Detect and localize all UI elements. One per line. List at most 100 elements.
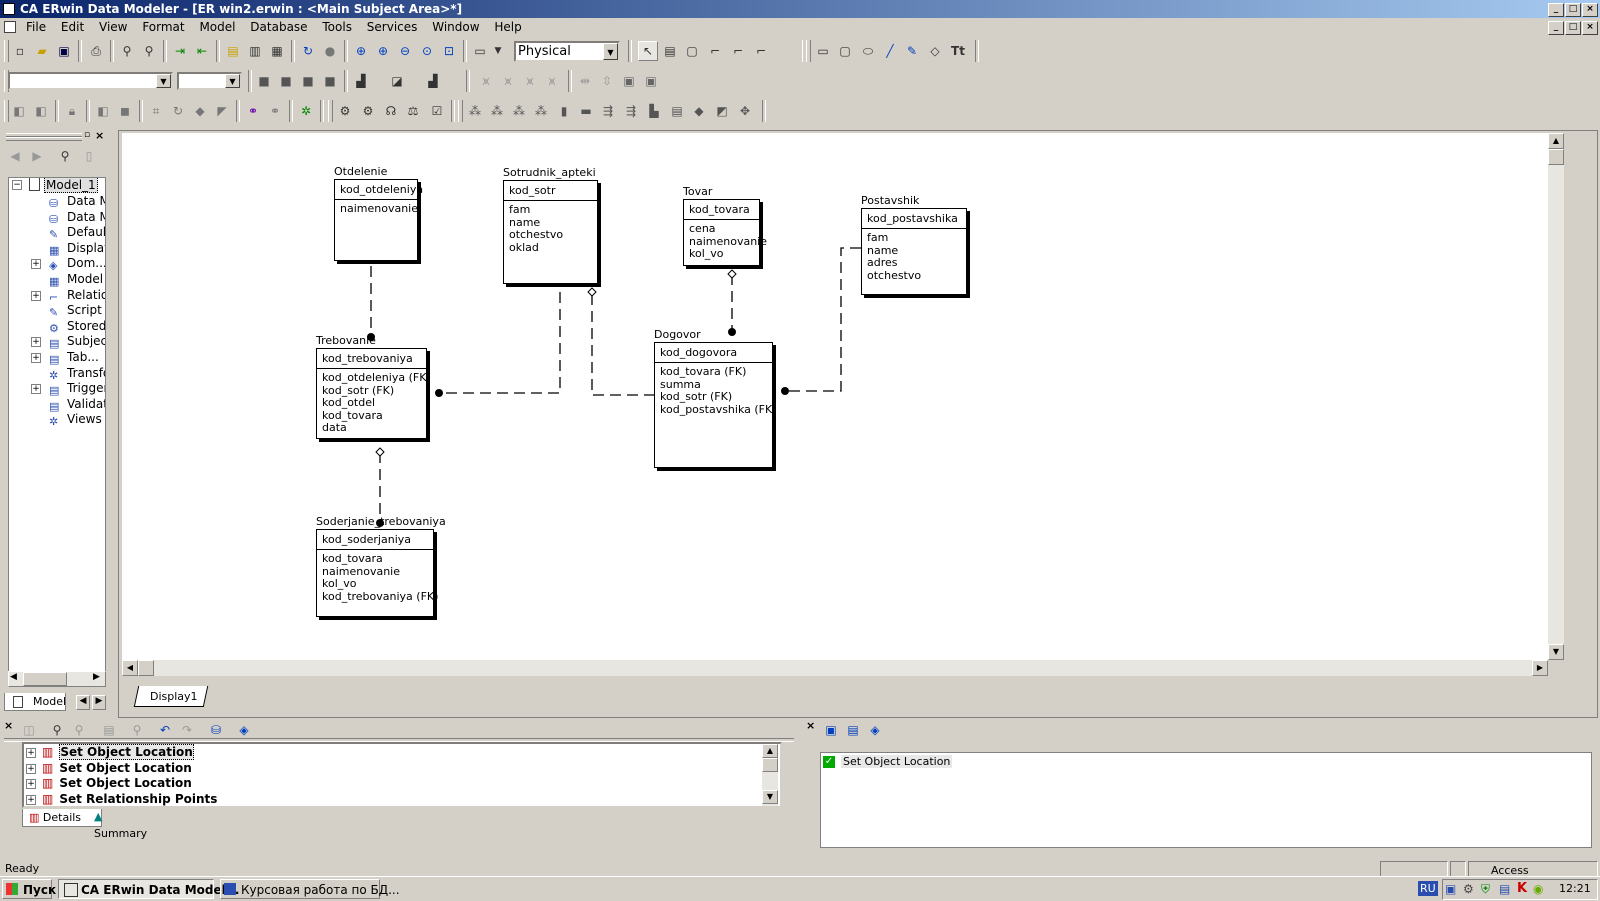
- tree-item[interactable]: ✎Default: [49, 224, 105, 241]
- tree-hscroll[interactable]: ◀ ▶: [8, 671, 106, 687]
- entity-attribute[interactable]: kod_sotr (FK): [660, 390, 733, 403]
- log-row[interactable]: ▥Set Object Location: [42, 744, 194, 760]
- tree-root[interactable]: Model_1: [29, 178, 98, 193]
- log-expand-toggle[interactable]: +: [26, 748, 36, 758]
- entity-name[interactable]: Dogovor: [654, 328, 701, 341]
- scroll-right-arrow-icon[interactable]: ▶: [93, 672, 100, 682]
- entity-attribute[interactable]: fam: [867, 231, 889, 244]
- entity-attribute[interactable]: summa: [660, 377, 701, 391]
- explorer-delete-icon[interactable]: ▯: [85, 149, 93, 163]
- italic-icon[interactable]: ■: [280, 74, 292, 88]
- task-erwin[interactable]: CA ERwin Data Model...: [58, 879, 239, 899]
- tab-details[interactable]: ▥ Details: [22, 809, 102, 827]
- ungroup-icon[interactable]: ◼: [120, 104, 130, 118]
- model-sets-icon[interactable]: ⚙: [362, 104, 374, 118]
- unlink-icon[interactable]: ⚭: [269, 104, 281, 118]
- log-scroll-thumb[interactable]: [762, 758, 778, 772]
- entity-attribute[interactable]: otchestvo: [867, 268, 922, 282]
- right-tag-icon[interactable]: ◈: [870, 723, 880, 737]
- zoom-page-icon[interactable]: ⊡: [443, 44, 455, 58]
- entity-attribute[interactable]: kod_tovara (FK): [660, 365, 747, 378]
- action-log-list[interactable]: + ▥Set Object Location + ▥Set Object Locati…: [22, 742, 782, 808]
- document-icon[interactable]: [4, 21, 16, 33]
- complete-compare-icon[interactable]: ▦: [271, 44, 283, 58]
- right-log-item[interactable]: Set Object Location: [841, 755, 953, 768]
- flip-icon[interactable]: ◆: [195, 104, 205, 118]
- arrange-7-icon[interactable]: ⇶: [602, 104, 614, 118]
- log-properties-icon[interactable]: ▤: [103, 723, 115, 737]
- entity-attribute[interactable]: naimenovanie: [322, 564, 400, 578]
- tree-item[interactable]: ✎Script T: [49, 302, 105, 319]
- open-icon[interactable]: ▰: [37, 44, 47, 58]
- network-icon[interactable]: ▣: [1445, 882, 1457, 896]
- entity-attribute[interactable]: kod_tovara: [322, 408, 383, 422]
- tab-scroll-right[interactable]: ▶: [92, 695, 106, 710]
- entity-primary-key[interactable]: kod_trebovaniya: [317, 349, 426, 369]
- canvas-vscroll[interactable]: ▲ ▼: [1548, 133, 1564, 660]
- entity-primary-key[interactable]: kod_otdeleniya: [335, 180, 423, 200]
- zoom-in-icon[interactable]: ⊕: [355, 44, 367, 58]
- tree-item[interactable]: ✲Views: [49, 411, 102, 428]
- canvas-hscroll[interactable]: ◀ ▶: [122, 660, 1548, 676]
- display-tab-label[interactable]: Display1: [150, 690, 198, 703]
- tree-tab-model[interactable]: Model: [4, 693, 66, 711]
- zoom-out-small-icon[interactable]: ⊖: [399, 44, 411, 58]
- ellipse-icon[interactable]: ⬭: [862, 43, 874, 58]
- close-button[interactable]: ×: [1582, 3, 1598, 17]
- log-expand-toggle[interactable]: +: [26, 779, 36, 789]
- log-row[interactable]: ▥Set Relationship Points: [42, 792, 217, 807]
- same-width-icon[interactable]: ▣: [645, 74, 657, 88]
- settings-tray-icon[interactable]: ⚙: [1463, 882, 1474, 896]
- print-icon[interactable]: ⎙: [91, 43, 101, 58]
- entity-box[interactable]: kod_trebovaniya kod_otdeleniya (FK)kod_so…: [316, 348, 431, 439]
- view-mode-select[interactable]: Physical ▼: [514, 41, 620, 62]
- tree-item[interactable]: ✲Transfo: [49, 365, 105, 382]
- doc-close-button[interactable]: ×: [1582, 21, 1598, 35]
- arrange-13-icon[interactable]: ✥: [739, 104, 751, 118]
- antivirus-icon[interactable]: K: [1517, 881, 1528, 896]
- arrange-5-icon[interactable]: ▮: [560, 104, 568, 118]
- align-left-icon[interactable]: ⩙: [548, 73, 556, 88]
- group-icon[interactable]: ◧: [97, 104, 109, 118]
- log-undo-action-icon[interactable]: ↶: [159, 723, 171, 737]
- entity-primary-key[interactable]: kod_tovara: [684, 200, 759, 220]
- pencil-icon[interactable]: ✎: [906, 44, 918, 58]
- entity-attribute[interactable]: kod_otdeleniya (FK): [322, 371, 431, 384]
- language-indicator[interactable]: RU: [1418, 881, 1438, 896]
- log-row[interactable]: ▥Set Object Location: [42, 761, 192, 776]
- hscroll-thumb[interactable]: [138, 660, 154, 676]
- save-icon[interactable]: ▣: [58, 44, 70, 58]
- entity-attribute[interactable]: kod_sotr (FK): [322, 383, 395, 397]
- tree-expand-toggle[interactable]: +: [31, 384, 41, 395]
- space-vertical-icon[interactable]: ⇳: [601, 74, 613, 88]
- tree-item[interactable]: ▦Display: [49, 240, 105, 257]
- align-bottom-icon[interactable]: ⩙: [526, 73, 534, 88]
- right-log-list[interactable]: ✓ Set Object Location: [820, 752, 1592, 848]
- arrange-1-icon[interactable]: ⁂: [469, 104, 481, 118]
- nav-forward-icon[interactable]: ▶: [32, 149, 42, 163]
- menu-database[interactable]: Database: [250, 20, 308, 34]
- bring-front-icon[interactable]: ◧: [13, 104, 25, 118]
- same-size-icon[interactable]: ▣: [623, 74, 635, 88]
- compare-icon[interactable]: ⚖: [407, 104, 419, 118]
- scroll-down-arrow-icon[interactable]: ▼: [1548, 644, 1564, 660]
- arrange-11-icon[interactable]: ◆: [694, 104, 704, 118]
- entity-attribute[interactable]: fam: [509, 203, 531, 216]
- mart-icon[interactable]: ☊: [385, 104, 397, 118]
- tree-item[interactable]: ▤Subjec: [49, 333, 105, 350]
- rectangle-icon[interactable]: ▭: [817, 44, 829, 58]
- chevron-down-icon[interactable]: ▼: [603, 43, 618, 60]
- log-find-icon[interactable]: ⚲: [52, 723, 62, 737]
- doc-minimize-button[interactable]: _: [1548, 21, 1564, 35]
- tree-expand-toggle[interactable]: +: [31, 353, 41, 363]
- menu-view[interactable]: View: [99, 20, 128, 34]
- tree-item[interactable]: ▤Validati: [49, 396, 105, 413]
- menu-format[interactable]: Format: [142, 20, 185, 34]
- entity-attribute[interactable]: adres: [867, 256, 898, 269]
- log-expand-toggle[interactable]: +: [26, 794, 36, 805]
- line-color-icon[interactable]: ▟: [428, 74, 438, 88]
- fill-color-icon[interactable]: ◪: [391, 74, 403, 88]
- dropdown-arrow-icon[interactable]: ▼: [494, 46, 502, 56]
